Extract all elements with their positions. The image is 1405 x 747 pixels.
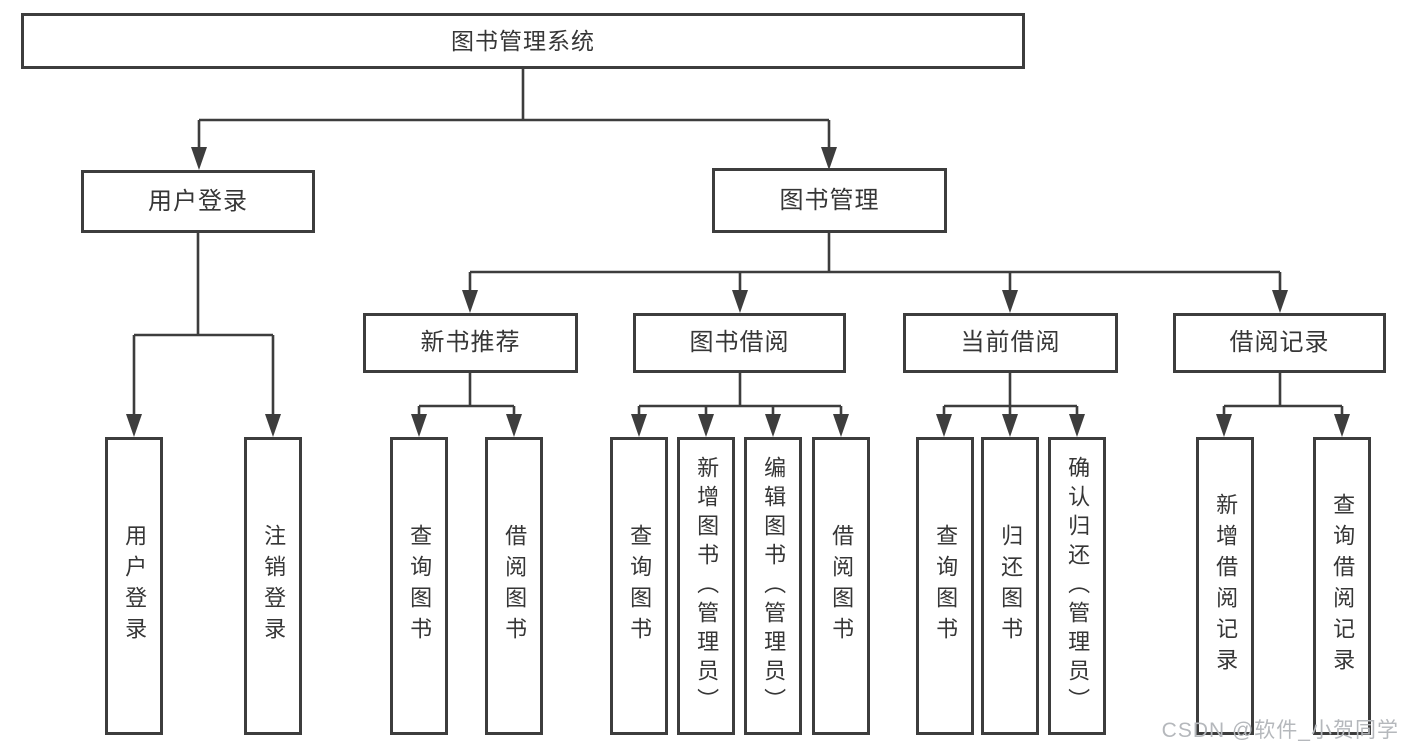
leaf-edit-books-admin-label: 编辑图书（管理员） — [761, 455, 787, 717]
node-borrowing-records: 借阅记录 — [1173, 313, 1386, 373]
node-book-borrowing: 图书借阅 — [633, 313, 846, 373]
leaf-query-borrow-record-label: 查询借阅记录 — [1330, 493, 1356, 679]
node-user-login-label: 用户登录 — [148, 187, 248, 215]
leaf-borrow-books-label: 借阅图书 — [829, 524, 855, 648]
node-library-system-label: 图书管理系统 — [451, 27, 595, 54]
leaf-borrow-books-recommend: 借阅图书 — [485, 437, 543, 735]
node-current-borrowing-label: 当前借阅 — [960, 329, 1061, 356]
leaf-return-books: 归还图书 — [981, 437, 1039, 735]
leaf-confirm-return-admin: 确认归还（管理员） — [1048, 437, 1106, 735]
node-book-management: 图书管理 — [712, 168, 947, 233]
node-borrowing-records-label: 借阅记录 — [1229, 329, 1330, 356]
leaf-query-books-borrow-label: 查询图书 — [627, 524, 653, 648]
leaf-query-books-borrow: 查询图书 — [610, 437, 668, 735]
leaf-add-books-admin: 新增图书（管理员） — [677, 437, 735, 735]
leaf-return-books-label: 归还图书 — [998, 524, 1024, 648]
leaf-confirm-return-admin-label: 确认归还（管理员） — [1065, 455, 1091, 717]
leaf-edit-books-admin: 编辑图书（管理员） — [744, 437, 802, 735]
node-new-book-recommend-label: 新书推荐 — [420, 329, 521, 356]
csdn-watermark: CSDN @软件_小贺同学 — [1161, 719, 1399, 742]
node-user-login: 用户登录 — [81, 170, 315, 233]
leaf-borrow-books: 借阅图书 — [812, 437, 870, 735]
leaf-logout: 注销登录 — [244, 437, 302, 735]
node-book-management-label: 图书管理 — [779, 186, 880, 214]
leaf-user-login: 用户登录 — [105, 437, 163, 735]
leaf-query-books-recommend-label: 查询图书 — [407, 524, 433, 648]
node-library-system: 图书管理系统 — [21, 13, 1025, 69]
leaf-add-borrow-record: 新增借阅记录 — [1196, 437, 1254, 735]
leaf-user-login-label: 用户登录 — [122, 524, 148, 648]
leaf-add-books-admin-label: 新增图书（管理员） — [694, 455, 720, 717]
leaf-borrow-books-recommend-label: 借阅图书 — [502, 524, 528, 648]
leaf-add-borrow-record-label: 新增借阅记录 — [1213, 493, 1239, 679]
leaf-query-borrow-record: 查询借阅记录 — [1313, 437, 1371, 735]
node-current-borrowing: 当前借阅 — [903, 313, 1118, 373]
leaf-query-books-current: 查询图书 — [916, 437, 974, 735]
leaf-query-books-recommend: 查询图书 — [390, 437, 448, 735]
leaf-query-books-current-label: 查询图书 — [933, 524, 959, 648]
node-book-borrowing-label: 图书借阅 — [689, 329, 790, 356]
node-new-book-recommend: 新书推荐 — [363, 313, 578, 373]
leaf-logout-label: 注销登录 — [261, 524, 287, 648]
